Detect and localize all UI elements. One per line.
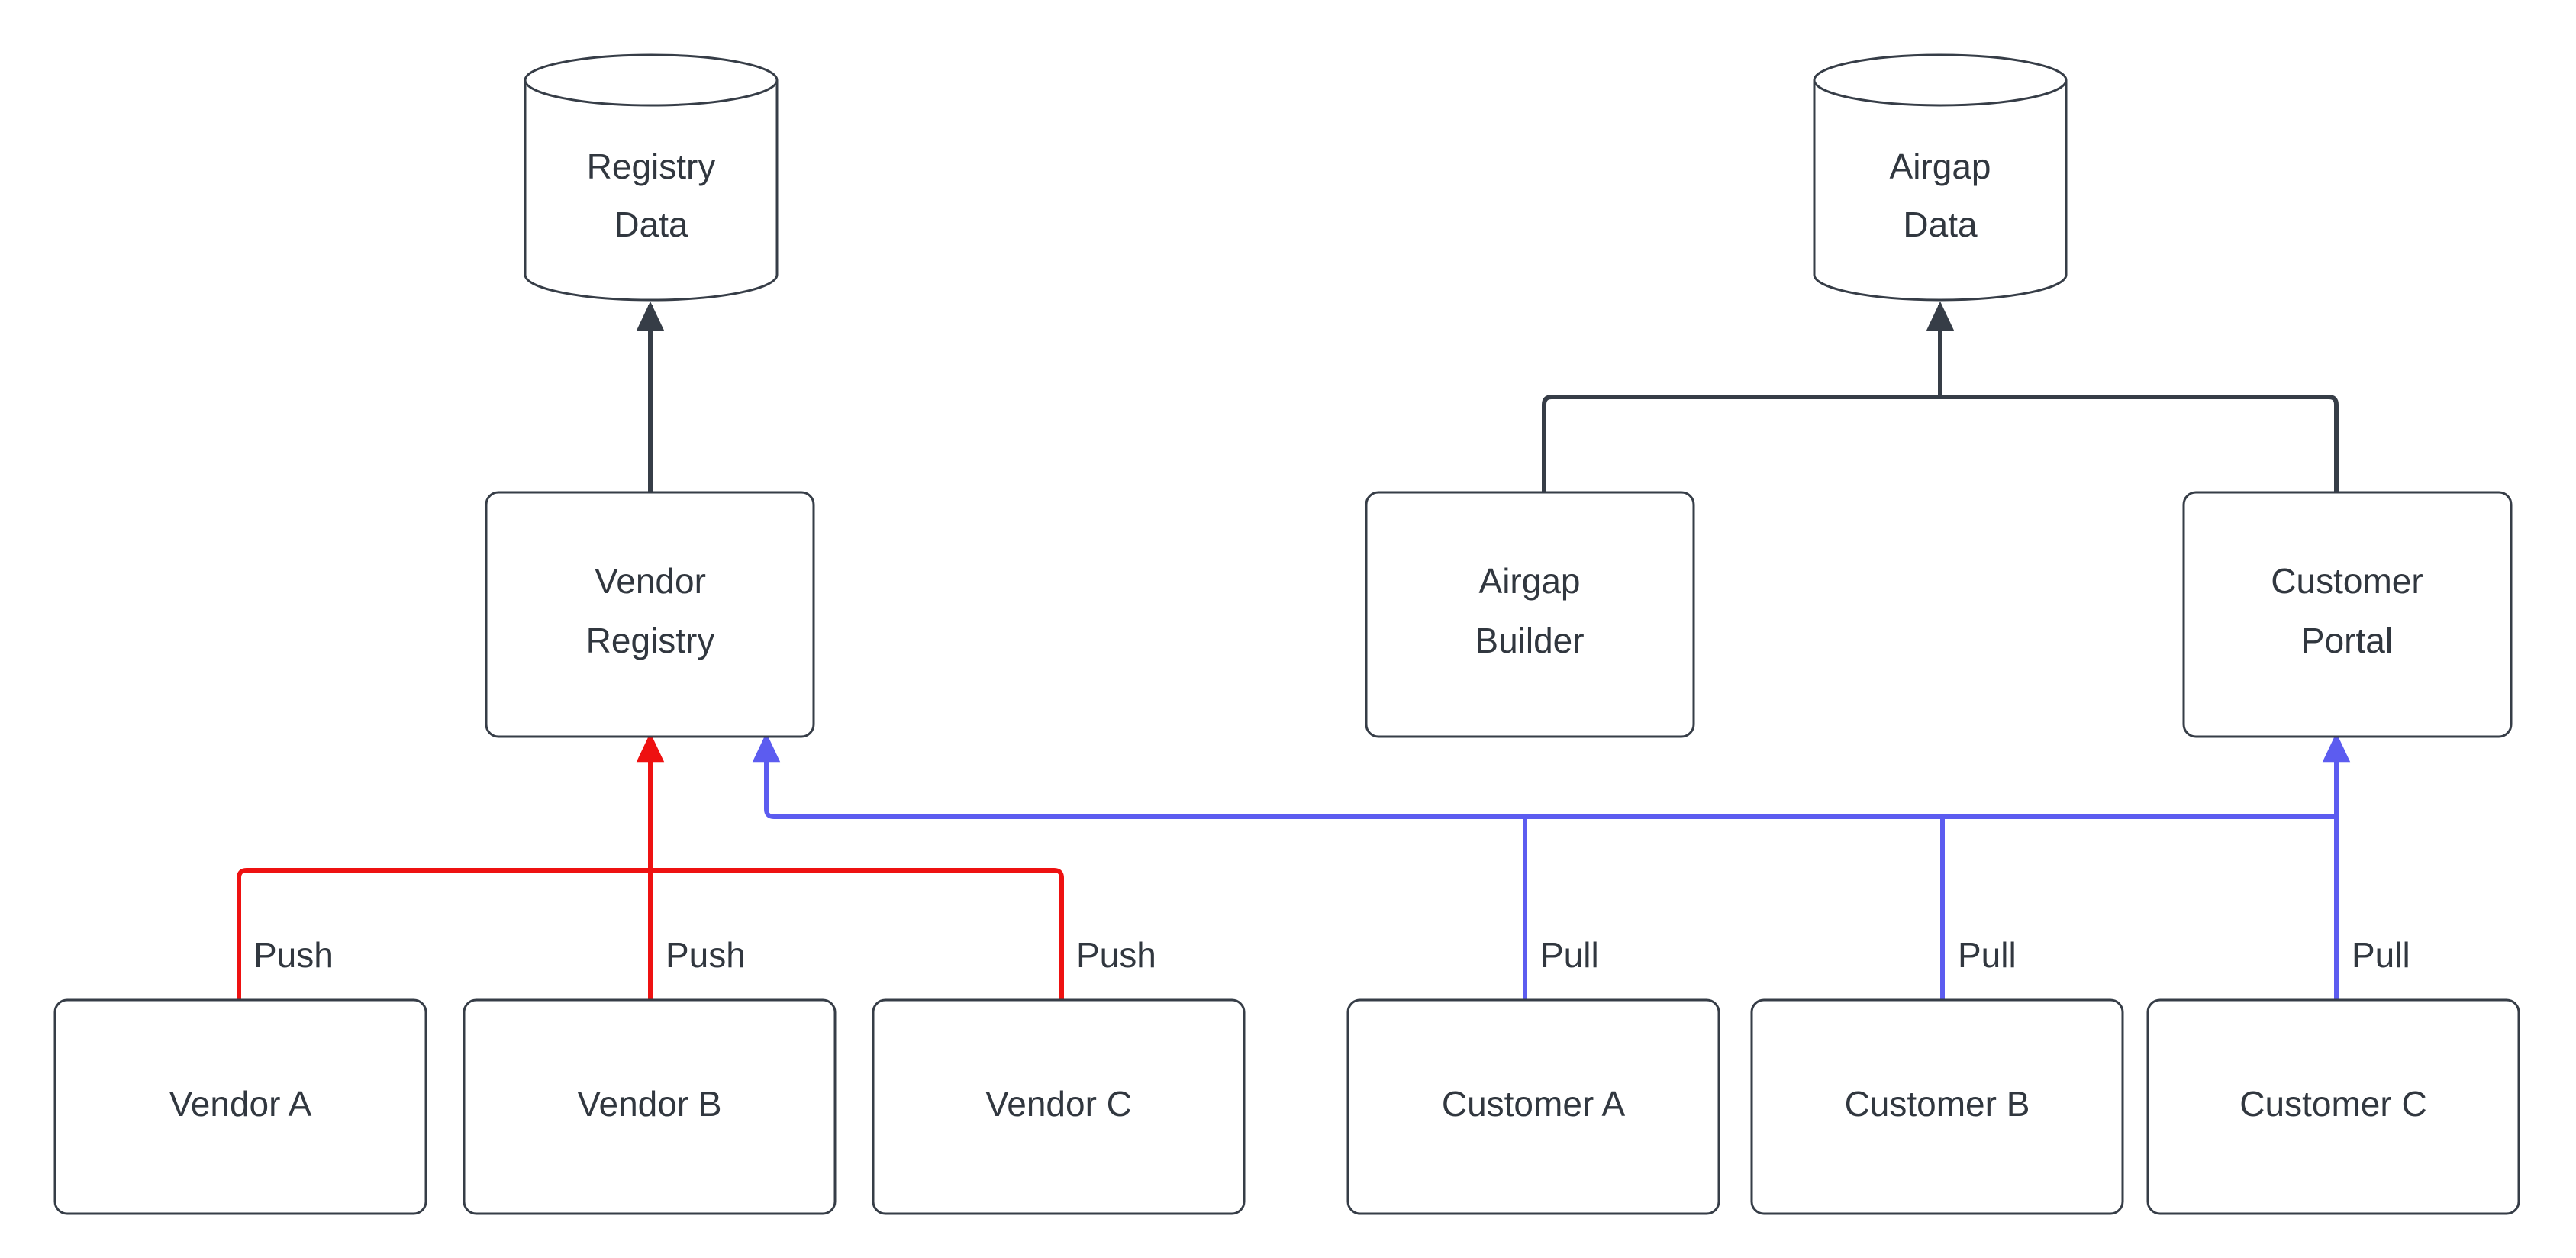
node-customer-b[interactable]: Customer B [1750, 998, 2124, 1215]
node-vendor-c[interactable]: Vendor C [872, 998, 1246, 1215]
node-vendor-registry[interactable]: Vendor Registry [485, 491, 815, 738]
customer-b-label: Customer B [1845, 1084, 2030, 1124]
edge-label-push-a: Push [253, 935, 334, 975]
node-customer-c[interactable]: Customer C [2146, 998, 2520, 1215]
edge-label-pull-c: Pull [2352, 935, 2410, 975]
vendor-registry-label-line1: Vendor [595, 561, 706, 601]
node-customer-a[interactable]: Customer A [1346, 998, 1720, 1215]
customer-c-label: Customer C [2239, 1084, 2426, 1124]
node-customer-portal[interactable]: Customer Portal [2182, 491, 2513, 738]
node-vendor-a[interactable]: Vendor A [53, 998, 427, 1215]
customer-b-box [1750, 998, 2124, 1215]
customer-a-box [1346, 998, 1720, 1215]
edge-pull-bus-to-vendor-registry [752, 732, 2336, 819]
vendor-c-box [872, 998, 1246, 1215]
customer-portal-label-line2: Portal [2301, 621, 2393, 660]
airgap-builder-label-line2: Builder [1475, 621, 1584, 660]
edge-builder-portal-to-airgap-data [1542, 395, 2339, 492]
airgap-data-label-line2: Data [1903, 205, 1978, 244]
airgap-data-label-line1: Airgap [1890, 147, 1991, 186]
customer-c-box [2146, 998, 2520, 1215]
node-registry-data[interactable]: Registry Data [524, 53, 779, 302]
node-airgap-data[interactable]: Airgap Data [1813, 53, 2068, 302]
node-airgap-builder[interactable]: Airgap Builder [1365, 491, 1695, 738]
vendor-a-label: Vendor A [169, 1084, 312, 1124]
registry-data-label-line2: Data [614, 205, 688, 244]
vendor-a-box [53, 998, 427, 1215]
registry-data-label-line1: Registry [587, 147, 716, 186]
customer-a-label: Customer A [1442, 1084, 1626, 1124]
node-vendor-b[interactable]: Vendor B [463, 998, 837, 1215]
customer-portal-box [2182, 491, 2513, 738]
edge-label-pull-a: Pull [1540, 935, 1599, 975]
customer-portal-label-line1: Customer [2271, 561, 2423, 601]
airgap-data-cylinder-body [1813, 53, 2068, 302]
vendor-b-box [463, 998, 837, 1215]
edge-label-pull-b: Pull [1958, 935, 2017, 975]
vendor-b-label: Vendor B [577, 1084, 721, 1124]
airgap-builder-label-line1: Airgap [1479, 561, 1581, 601]
vendor-c-label: Vendor C [985, 1084, 1132, 1124]
vendor-registry-label-line2: Registry [586, 621, 715, 660]
vendor-registry-box [485, 491, 815, 738]
registry-data-cylinder-body [524, 53, 779, 302]
edge-label-push-b: Push [666, 935, 746, 975]
airgap-data-cylinder-top [1813, 79, 2068, 107]
airgap-builder-box [1365, 491, 1695, 738]
edge-label-push-c: Push [1076, 935, 1156, 975]
registry-data-cylinder-top [524, 79, 779, 107]
